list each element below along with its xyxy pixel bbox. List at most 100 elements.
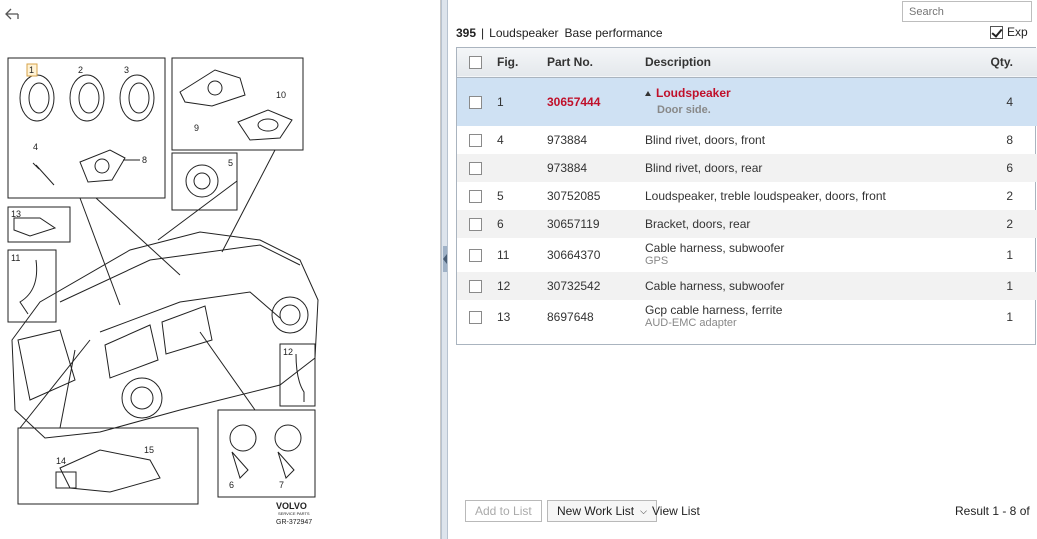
callout-10[interactable]: 10: [276, 90, 286, 100]
diagram-ref: GR-372947: [276, 519, 312, 526]
desc-note: Door side.: [657, 104, 711, 117]
cell-qty: 1: [1006, 279, 1013, 293]
callout-1[interactable]: 1: [29, 65, 34, 75]
diagram-pane: 1 2 3 4 5 6 7 8 9 10 11 12 13 14 15 VOLV…: [0, 0, 441, 539]
brand-sub: SERVICE PARTS: [278, 511, 310, 516]
callout-13[interactable]: 13: [11, 209, 21, 219]
cell-fig: 6: [497, 217, 504, 231]
expand-toggle[interactable]: Exp: [990, 25, 1028, 39]
col-qty[interactable]: Qty.: [990, 55, 1013, 70]
cell-part[interactable]: 973884: [547, 161, 588, 175]
triangle-expanded-icon[interactable]: [645, 91, 651, 97]
select-all-checkbox[interactable]: [469, 56, 482, 70]
table-row[interactable]: 6 30657119 Bracket, doors, rear 2: [457, 210, 1037, 238]
add-to-list-button[interactable]: Add to List: [465, 500, 542, 522]
pane-splitter[interactable]: [441, 0, 448, 539]
callout-2[interactable]: 2: [78, 65, 83, 75]
cell-part[interactable]: 8697648: [547, 310, 594, 324]
cell-desc: Loudspeaker, treble loudspeaker, doors, …: [645, 189, 886, 203]
callout-12[interactable]: 12: [283, 347, 293, 357]
desc-text: Cable harness, subwoofer: [645, 241, 785, 255]
cell-desc: Loudspeaker Door side.: [645, 77, 965, 126]
cell-qty: 2: [1006, 189, 1013, 203]
cell-qty: 1: [1006, 248, 1013, 262]
cell-qty: 1: [1006, 310, 1013, 324]
footer-toolbar: Add to List New Work List ⌵ View List Res…: [448, 500, 1030, 522]
col-part[interactable]: Part No.: [547, 55, 594, 70]
group-heading: 395 | Loudspeaker Base performance: [456, 26, 663, 40]
back-arrow-icon[interactable]: [4, 6, 20, 22]
callout-8[interactable]: 8: [142, 155, 147, 165]
callout-5[interactable]: 5: [228, 158, 233, 168]
callout-7[interactable]: 7: [279, 480, 284, 490]
search-input[interactable]: [902, 1, 1032, 22]
expand-label: Exp: [1007, 25, 1028, 39]
table-row[interactable]: 12 30732542 Cable harness, subwoofer 1: [457, 272, 1037, 300]
cell-fig: 1: [497, 94, 504, 109]
cell-part[interactable]: 30657119: [547, 217, 600, 231]
select-all-cell: [457, 48, 497, 77]
cell-desc: Blind rivet, doors, rear: [645, 161, 763, 175]
cell-fig: [497, 154, 547, 182]
callout-3[interactable]: 3: [124, 65, 129, 75]
row-checkbox[interactable]: [469, 311, 482, 325]
table-row[interactable]: 973884 Blind rivet, doors, rear 6: [457, 154, 1037, 182]
row-checkbox[interactable]: [469, 95, 482, 109]
callout-9[interactable]: 9: [194, 123, 199, 133]
group-title: Loudspeaker: [489, 26, 559, 40]
parts-diagram: 1 2 3 4 5 6 7 8 9 10 11 12 13 14 15 VOLV…: [7, 57, 319, 526]
desc-note: AUD-EMC adapter: [645, 317, 737, 329]
callout-11[interactable]: 11: [11, 253, 20, 263]
cell-qty: 6: [1006, 161, 1013, 175]
callout-6[interactable]: 6: [229, 480, 234, 490]
cell-fig: 11: [497, 248, 510, 262]
cell-part[interactable]: 30664370: [547, 248, 601, 262]
result-count: Result 1 - 8 of: [955, 504, 1030, 518]
heading-separator: |: [481, 26, 485, 40]
callout-15[interactable]: 15: [144, 445, 154, 455]
row-checkbox[interactable]: [469, 280, 482, 294]
cell-qty: 8: [1006, 133, 1013, 147]
cell-fig: 5: [497, 189, 504, 203]
table-row[interactable]: 4 973884 Blind rivet, doors, front 8: [457, 126, 1037, 154]
cell-part[interactable]: 973884: [547, 133, 588, 147]
cell-fig: 12: [497, 279, 511, 293]
cell-part[interactable]: 30732542: [547, 279, 601, 293]
row-checkbox[interactable]: [469, 162, 482, 176]
row-checkbox-cell: [457, 77, 497, 126]
table-row[interactable]: 1 30657444 Loudspeaker Door side. 4: [457, 77, 1037, 126]
table-row[interactable]: 5 30752085 Loudspeaker, treble loudspeak…: [457, 182, 1037, 210]
brand-logo: VOLVO: [276, 501, 307, 511]
collapse-left-icon[interactable]: [443, 254, 447, 264]
cell-desc: Bracket, doors, rear: [645, 217, 751, 231]
group-subtitle: Base performance: [564, 26, 663, 40]
new-work-list-dropdown[interactable]: New Work List ⌵: [547, 500, 657, 522]
parts-pane: 395 | Loudspeaker Base performance Exp Fig.…: [448, 0, 1037, 539]
row-checkbox[interactable]: [469, 249, 482, 263]
cell-fig: 13: [497, 310, 511, 324]
new-work-list-label: New Work List: [557, 504, 635, 518]
cell-qty: 2: [1006, 217, 1013, 231]
table-row[interactable]: 13 8697648 Gcp cable harness, ferrite AU…: [457, 300, 1037, 334]
table-row[interactable]: 11 30664370 Cable harness, subwoofer GPS…: [457, 238, 1037, 272]
cell-part[interactable]: 30657444: [547, 94, 601, 109]
parts-table: Fig. Part No. Description Qty. 1 3065744…: [456, 47, 1037, 345]
col-desc[interactable]: Description: [645, 55, 712, 70]
chevron-down-icon: ⌵: [640, 506, 647, 516]
row-checkbox[interactable]: [469, 190, 482, 204]
table-header: Fig. Part No. Description Qty.: [457, 48, 1037, 77]
row-checkbox[interactable]: [469, 218, 482, 232]
checkbox-icon[interactable]: [990, 25, 1003, 39]
col-fig[interactable]: Fig.: [497, 55, 519, 70]
view-list-link[interactable]: View List: [652, 504, 700, 518]
cell-fig: 4: [497, 133, 504, 147]
cell-part[interactable]: 30752085: [547, 189, 601, 203]
row-checkbox[interactable]: [469, 134, 482, 148]
cell-qty: 4: [1006, 94, 1013, 109]
callout-14[interactable]: 14: [56, 456, 66, 466]
callout-box-speakers: [7, 57, 166, 199]
group-number: 395: [456, 26, 477, 40]
cell-desc: Cable harness, subwoofer: [645, 279, 785, 293]
callout-4[interactable]: 4: [33, 142, 38, 152]
